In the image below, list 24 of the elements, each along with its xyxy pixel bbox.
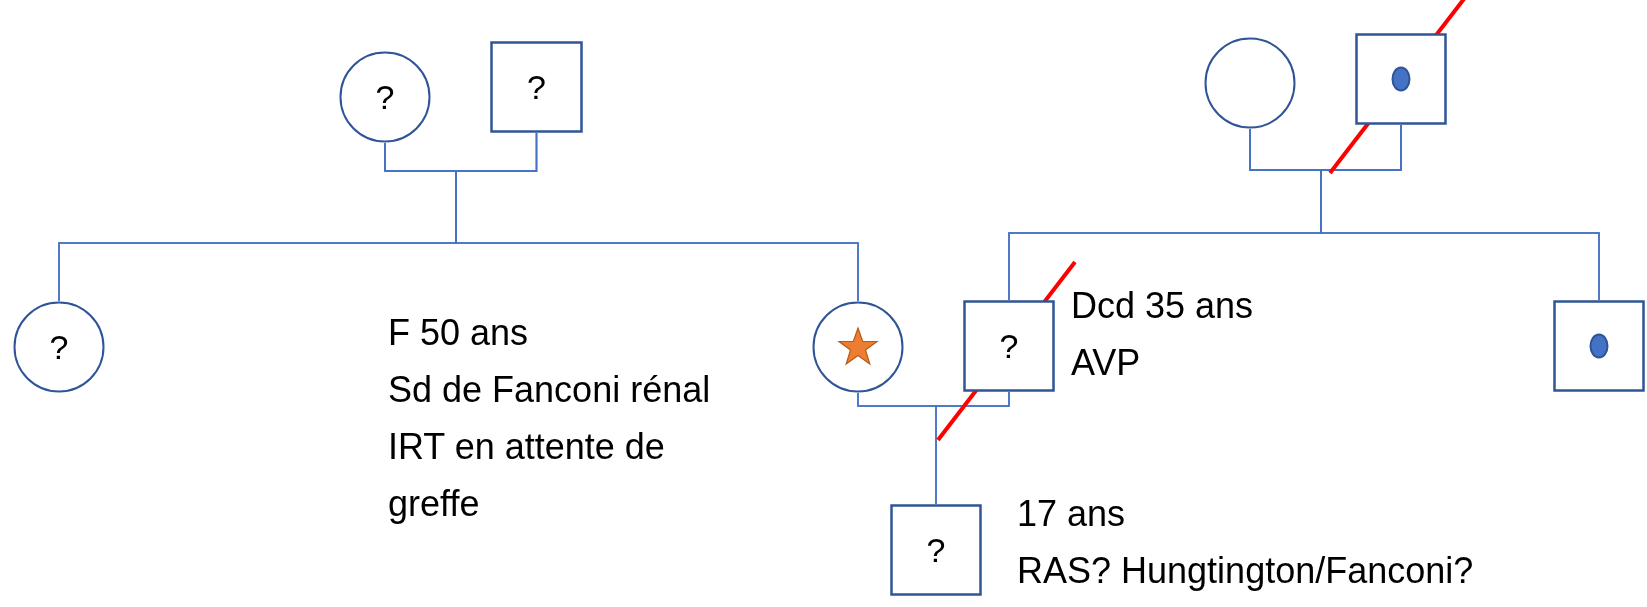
- annotation-text: RAS? Hungtington/Fanconi?: [1017, 549, 1474, 593]
- female-circle: [1204, 37, 1296, 129]
- male-square: [490, 41, 583, 133]
- male-square: [1553, 300, 1645, 392]
- clinical-note: Sd de Fanconi rénal: [388, 368, 712, 412]
- pedigree-line: [455, 132, 859, 302]
- male-square: [890, 504, 982, 596]
- pedigree-line: [935, 391, 1010, 505]
- annotation-text: 17 ans: [1017, 492, 1126, 536]
- question-mark: ?: [926, 533, 946, 567]
- question-mark: ?: [527, 70, 546, 104]
- question-mark: ?: [375, 80, 395, 114]
- question-mark: ?: [999, 329, 1019, 363]
- annotation-text: Dcd 35 ans: [1071, 284, 1254, 328]
- male-square: [1355, 33, 1447, 125]
- question-mark: ?: [49, 330, 69, 364]
- annotation-text: AVP: [1071, 341, 1141, 385]
- male-square: [963, 300, 1055, 392]
- clinical-note: F 50 ans: [388, 311, 530, 355]
- female-circle: [339, 51, 431, 143]
- female-circle: [812, 301, 904, 393]
- clinical-note: IRT en attente de greffe: [388, 425, 666, 526]
- pedigree-line: [1320, 124, 1600, 301]
- female-circle: [13, 301, 105, 393]
